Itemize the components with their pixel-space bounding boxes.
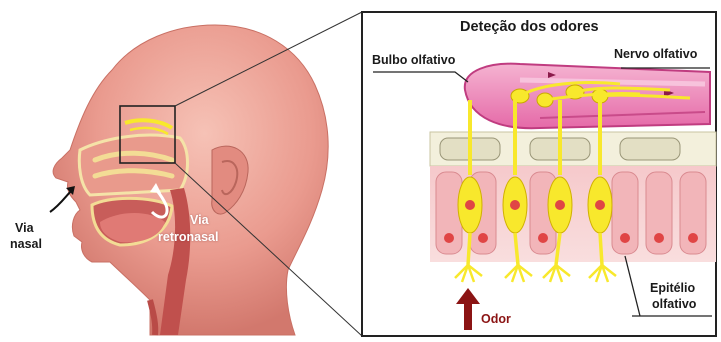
label-epitelio-line2: olfativo — [652, 298, 696, 312]
label-nervo-olfativo: Nervo olfativo — [614, 48, 697, 62]
diagram-title: Deteção dos odores — [460, 20, 599, 36]
label-epitelio-line1: Epitélio — [650, 282, 695, 296]
via-nasal-arrow — [50, 190, 72, 212]
label-odor: Odor — [481, 313, 511, 327]
nasal-cavity — [79, 135, 187, 195]
head-illustration — [50, 12, 362, 336]
label-via-retronasal-line2: retronasal — [158, 231, 218, 245]
label-bulbo-olfativo: Bulbo olfativo — [372, 54, 455, 68]
label-via-nasal-line2: nasal — [10, 238, 42, 252]
label-via-retronasal-line1: Via — [190, 214, 209, 228]
label-via-nasal-line1: Via — [15, 222, 34, 236]
